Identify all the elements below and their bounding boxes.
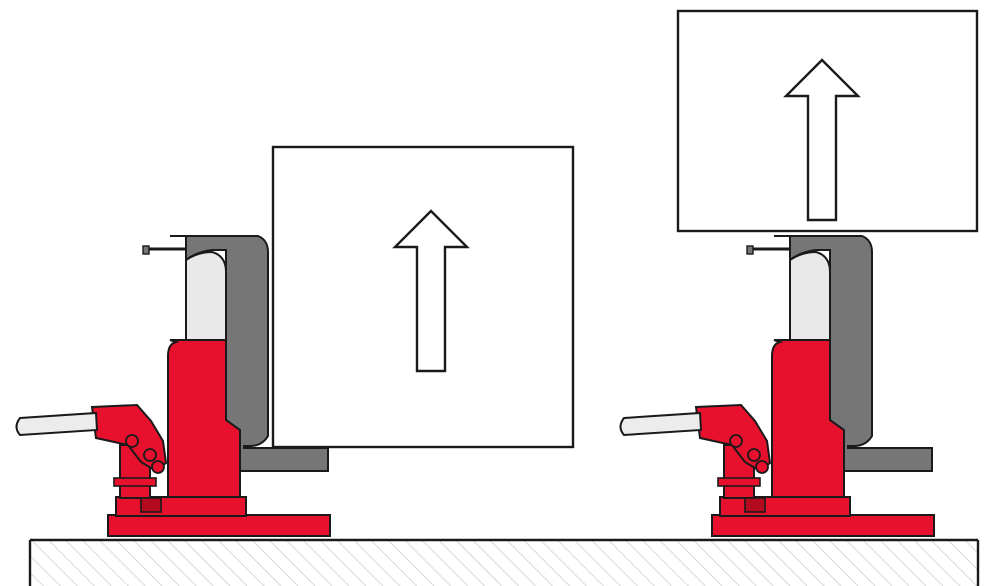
panel-left-toe-lift: [15, 145, 575, 538]
floor: [28, 538, 980, 586]
hydraulic-toe-jack-icon: [619, 234, 936, 538]
panel-right-top-lift: [619, 9, 979, 538]
